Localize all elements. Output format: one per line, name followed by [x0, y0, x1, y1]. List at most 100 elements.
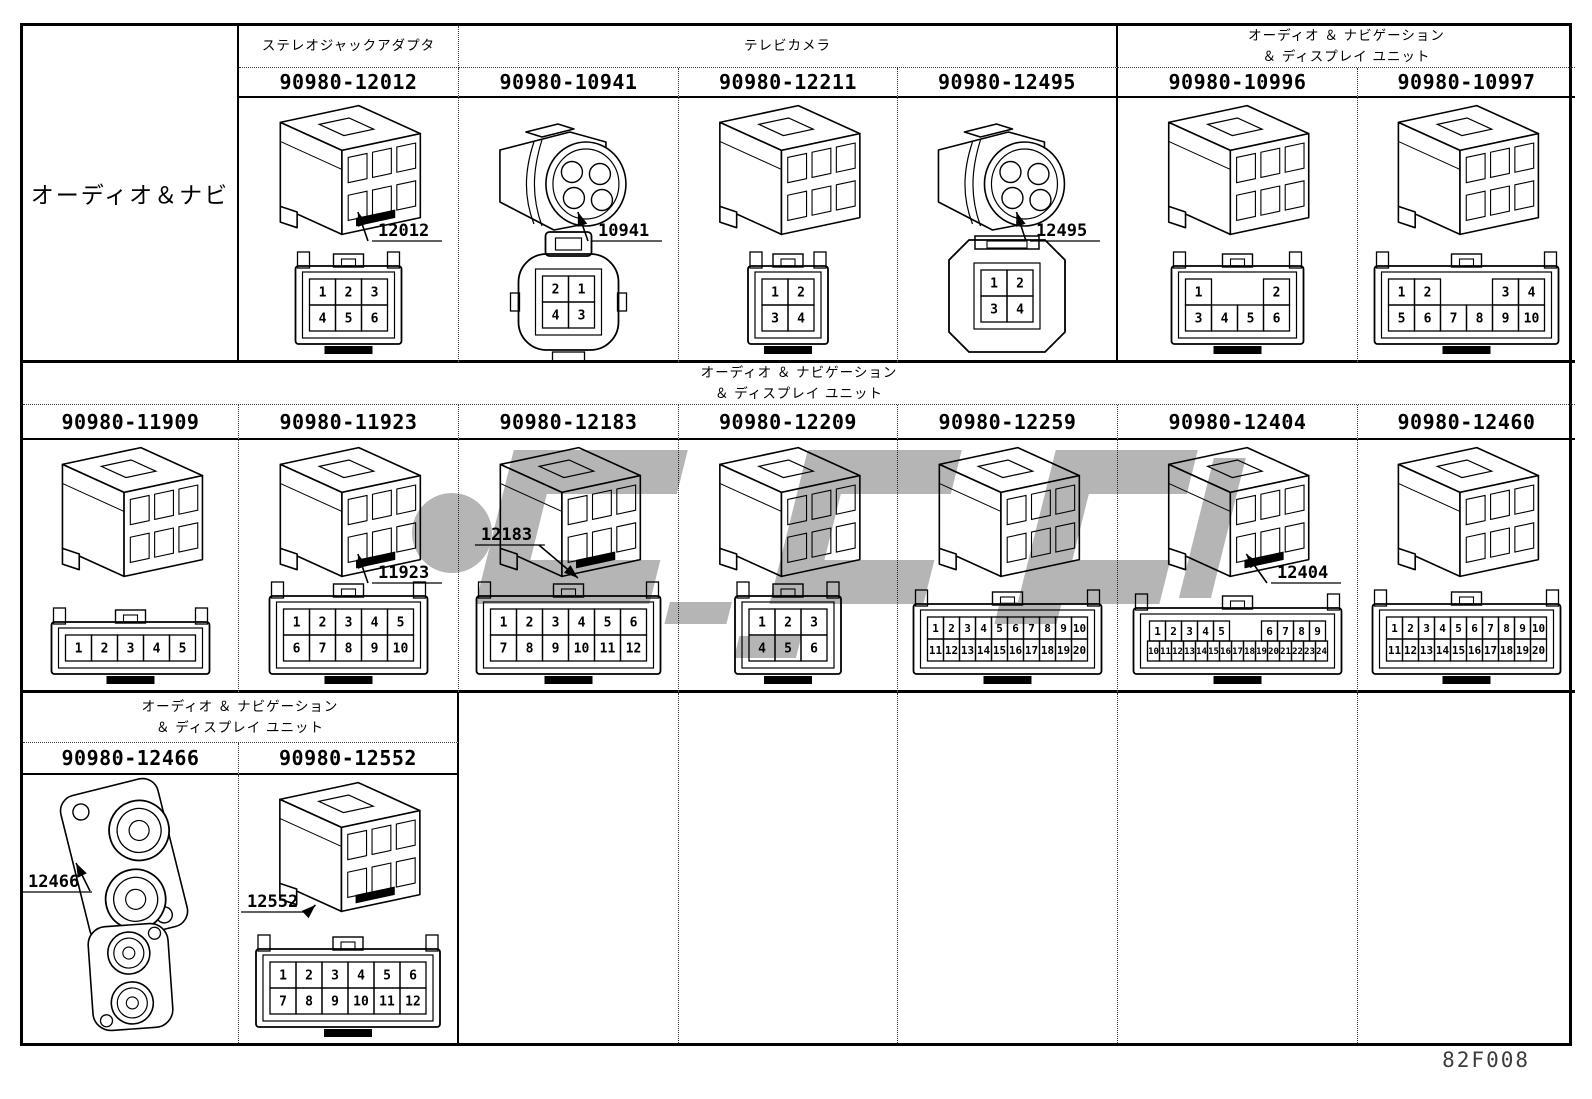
- svg-text:7: 7: [1450, 312, 1458, 327]
- svg-text:4: 4: [980, 622, 987, 635]
- part-number-90980-12404: 90980-12404: [1118, 405, 1358, 440]
- svg-text:5: 5: [1398, 312, 1406, 327]
- svg-text:19: 19: [1516, 644, 1529, 657]
- svg-text:3: 3: [552, 616, 560, 631]
- caption-text: オーディオ ＆ ナビゲーション: [1248, 28, 1445, 44]
- svg-text:11: 11: [1160, 647, 1171, 657]
- svg-text:5: 5: [996, 622, 1003, 635]
- svg-text:12: 12: [945, 644, 958, 657]
- svg-text:3: 3: [1423, 622, 1430, 635]
- svg-text:1: 1: [75, 642, 83, 657]
- empty-cell: [459, 693, 679, 1043]
- svg-text:12: 12: [405, 995, 421, 1010]
- svg-text:12: 12: [1172, 647, 1183, 657]
- svg-text:7: 7: [500, 642, 508, 657]
- svg-text:12495: 12495: [1036, 221, 1087, 241]
- svg-text:4: 4: [371, 616, 379, 631]
- svg-text:10: 10: [1524, 312, 1540, 327]
- svg-text:5: 5: [784, 642, 792, 657]
- svg-text:7: 7: [1282, 625, 1289, 638]
- svg-text:18: 18: [1041, 644, 1054, 657]
- connector-table: オーディオ＆ナビ ステレオジャックアダプタ テレビカメラ オーディオ ＆ ナビゲ…: [20, 23, 1575, 1046]
- svg-text:8: 8: [526, 642, 534, 657]
- svg-text:4: 4: [1439, 622, 1446, 635]
- svg-text:1: 1: [578, 283, 586, 298]
- svg-text:11: 11: [929, 644, 943, 657]
- svg-text:1: 1: [1195, 286, 1203, 301]
- svg-text:3: 3: [771, 312, 779, 327]
- svg-text:2: 2: [305, 969, 313, 984]
- svg-text:3: 3: [331, 969, 339, 984]
- svg-text:11: 11: [1388, 644, 1402, 657]
- part-number-90980-10997: 90980-10997: [1358, 68, 1575, 98]
- svg-text:6: 6: [810, 642, 818, 657]
- svg-text:3: 3: [1186, 625, 1193, 638]
- svg-text:8: 8: [1476, 312, 1484, 327]
- svg-text:16: 16: [1009, 644, 1023, 657]
- svg-text:23: 23: [1304, 647, 1315, 657]
- svg-text:13: 13: [961, 644, 974, 657]
- caption-text: ステレオジャックアダプタ: [261, 38, 436, 54]
- svg-text:5: 5: [1455, 622, 1462, 635]
- svg-text:8: 8: [345, 642, 353, 657]
- svg-text:10: 10: [1532, 622, 1545, 635]
- svg-text:8: 8: [305, 995, 313, 1010]
- svg-text:5: 5: [179, 642, 187, 657]
- svg-text:8: 8: [1298, 625, 1305, 638]
- svg-text:16: 16: [1468, 644, 1482, 657]
- svg-text:12183: 12183: [481, 525, 532, 545]
- caption-text: ＆ ディスプレイ ユニット: [155, 719, 325, 735]
- svg-text:6: 6: [1424, 312, 1432, 327]
- svg-text:2: 2: [319, 616, 327, 631]
- part-number-90980-12183: 90980-12183: [459, 405, 679, 440]
- svg-text:5: 5: [397, 616, 405, 631]
- svg-text:9: 9: [371, 642, 379, 657]
- svg-text:20: 20: [1073, 644, 1086, 657]
- svg-text:16: 16: [1220, 647, 1231, 657]
- svg-text:4: 4: [552, 309, 560, 324]
- caption-stereo-jack-adapter: ステレオジャックアダプタ: [239, 26, 459, 68]
- svg-text:2: 2: [552, 283, 560, 298]
- svg-text:10941: 10941: [598, 221, 649, 241]
- svg-text:4: 4: [797, 312, 805, 327]
- caption-text: オーディオ ＆ ナビゲーション: [141, 699, 339, 715]
- svg-text:9: 9: [1314, 625, 1321, 638]
- svg-text:4: 4: [1221, 312, 1229, 327]
- svg-text:2: 2: [1407, 622, 1414, 635]
- svg-text:4: 4: [578, 616, 586, 631]
- svg-text:24: 24: [1316, 647, 1327, 657]
- svg-text:2: 2: [1016, 277, 1024, 292]
- svg-text:3: 3: [1502, 286, 1510, 301]
- part-number-90980-12495: 90980-12495: [898, 68, 1118, 98]
- svg-text:2: 2: [948, 622, 955, 635]
- caption-text: ＆ ディスプレイ ユニット: [1262, 48, 1431, 64]
- svg-text:2: 2: [1273, 286, 1281, 301]
- svg-text:4: 4: [153, 642, 161, 657]
- part-number-90980-12460: 90980-12460: [1358, 405, 1575, 440]
- svg-text:20: 20: [1532, 644, 1545, 657]
- caption-audio-navigation-display-unit-2: オーディオ ＆ ナビゲーション ＆ ディスプレイ ユニット: [23, 363, 1575, 405]
- svg-text:4: 4: [1202, 625, 1209, 638]
- part-number-90980-11923: 90980-11923: [239, 405, 459, 440]
- svg-text:22: 22: [1292, 647, 1303, 657]
- svg-text:12466: 12466: [28, 872, 79, 892]
- svg-text:15: 15: [1452, 644, 1465, 657]
- svg-text:3: 3: [990, 303, 998, 318]
- svg-text:2: 2: [1424, 286, 1432, 301]
- sheet-code: 82F008: [1442, 1048, 1530, 1072]
- svg-text:5: 5: [1247, 312, 1255, 327]
- svg-text:4: 4: [319, 312, 327, 327]
- svg-text:10: 10: [393, 642, 409, 657]
- svg-text:11: 11: [600, 642, 616, 657]
- svg-text:1: 1: [932, 622, 939, 635]
- svg-text:3: 3: [371, 286, 379, 301]
- svg-text:2: 2: [1170, 625, 1177, 638]
- svg-text:4: 4: [1016, 303, 1024, 318]
- svg-text:1: 1: [293, 616, 301, 631]
